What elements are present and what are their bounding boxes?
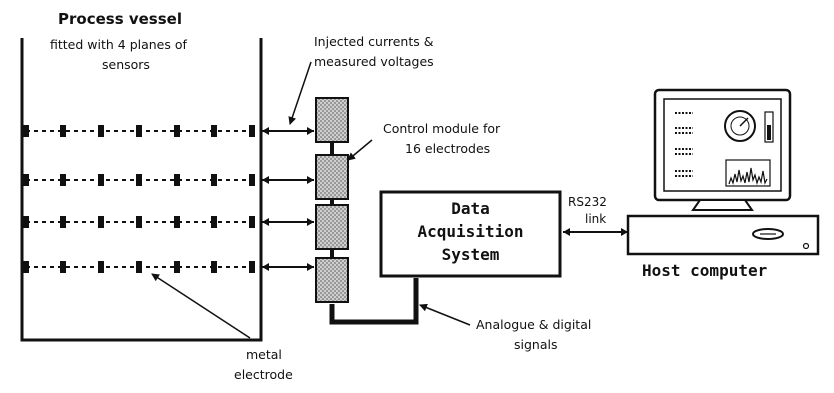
control-module-3 [315,204,349,250]
metal-electrode [98,174,104,186]
injected-label-line1: Injected currents & [314,34,434,49]
rs232-label-line2: link [585,212,607,226]
metal-electrode [211,261,217,273]
control-module-4 [315,257,349,303]
metal-electrode [60,125,66,137]
electrode-label-line1: metal [246,347,282,362]
das-line3: System [441,245,500,264]
connection-arrowhead-left [262,176,269,184]
signal-bus [329,278,419,325]
control-module-label-line2: 16 electrodes [405,141,491,156]
electrode-plane-1 [23,125,314,137]
rs232-link [563,228,628,236]
connection-arrowhead-left [262,218,269,226]
data-acquisition-box [379,190,562,278]
connection-arrowhead-right [307,127,314,135]
injected-label-line2: measured voltages [314,54,434,69]
metal-electrode [23,174,29,186]
signals-label-line1: Analogue & digital [476,317,592,332]
metal-electrode [60,261,66,273]
annotation-pointers [151,61,471,339]
metal-electrode [174,174,180,186]
metal-electrode [211,174,217,186]
connection-arrowhead-left [262,127,269,135]
control-module-1 [315,97,349,143]
metal-electrode [98,261,104,273]
metal-electrode [174,125,180,137]
metal-electrode [60,216,66,228]
metal-electrode [60,174,66,186]
host-computer-label: Host computer [642,261,768,280]
electrode-planes [23,125,314,273]
control-module-2 [315,154,349,200]
metal-electrode [98,216,104,228]
metal-electrode [211,125,217,137]
metal-electrode [136,125,142,137]
metal-electrode [249,125,255,137]
metal-electrode [174,216,180,228]
host-computer-icon [626,88,820,256]
connection-arrowhead-right [307,218,314,226]
electrode-plane-3 [23,216,314,228]
vessel-title: Process vessel [58,10,182,28]
process-vessel [20,38,263,342]
connection-arrowhead-left [262,263,269,271]
control-modules [315,97,349,303]
metal-electrode [249,174,255,186]
metal-electrode [98,125,104,137]
electrode-label-line2: electrode [234,367,293,382]
das-line2: Acquisition [417,222,524,241]
control-module-label-line1: Control module for [383,121,501,136]
metal-electrode [174,261,180,273]
vessel-subtitle-line2: sensors [102,57,150,72]
metal-electrode [23,261,29,273]
metal-electrode [136,261,142,273]
metal-electrode [136,216,142,228]
metal-electrode [249,261,255,273]
metal-electrode [136,174,142,186]
das-line1: Data [451,199,490,218]
electrode-plane-4 [23,261,314,273]
signals-label-line2: signals [514,337,558,352]
metal-electrode [23,125,29,137]
metal-electrode [23,216,29,228]
rs232-label-line1: RS232 [568,195,607,209]
vessel-subtitle-line1: fitted with 4 planes of [50,37,187,52]
electrode-plane-2 [23,174,314,186]
connection-arrowhead-right [307,176,314,184]
connection-arrowhead-right [307,263,314,271]
metal-electrode [211,216,217,228]
metal-electrode [249,216,255,228]
